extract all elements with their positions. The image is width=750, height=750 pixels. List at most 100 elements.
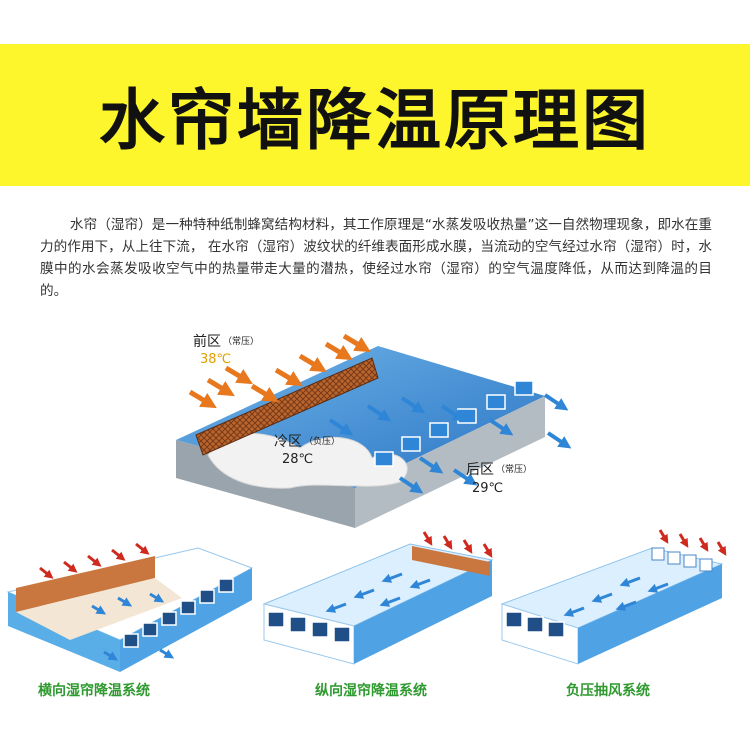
hot-air-arrow — [698, 537, 709, 552]
cool-air-arrow — [619, 576, 641, 587]
cool-air-arrow — [591, 592, 613, 603]
system-fans — [123, 578, 234, 648]
fan-icon — [526, 616, 544, 633]
fan-icon — [142, 622, 158, 637]
hot-air-arrow — [482, 543, 493, 558]
fan-icon — [180, 600, 196, 615]
transverse-system-diagram — [6, 542, 254, 672]
hot-air-arrow — [87, 554, 102, 567]
window-icons — [651, 547, 713, 572]
hot-air-arrow — [716, 541, 727, 556]
hot-air-arrow — [63, 560, 78, 573]
hot-air-arrow — [135, 542, 150, 555]
rear-zone-temp: 29℃ — [472, 481, 503, 496]
box-side-wall — [120, 568, 252, 672]
fan-icon — [374, 451, 394, 467]
cool-air-arrows — [563, 576, 669, 617]
hot-air-arrow — [324, 341, 353, 361]
fan-icon — [218, 578, 234, 593]
floor-cloud — [207, 433, 408, 489]
hot-air-arrow — [678, 533, 689, 548]
cool-air-arrow — [381, 572, 403, 583]
fan-icon — [333, 626, 351, 643]
rear-zone-name: 后区 — [466, 462, 494, 478]
cool-air-arrow — [159, 648, 175, 659]
hot-air-arrow — [658, 529, 669, 544]
hot-air-arrow — [188, 389, 217, 409]
hot-air-arrow — [462, 539, 473, 554]
box-side-wall — [578, 564, 722, 664]
cool-air-arrow — [149, 592, 165, 603]
hot-air-arrow — [224, 365, 253, 385]
system-caption-negative-pressure: 负压抽风系统 — [566, 683, 650, 699]
cool-air-arrow — [546, 431, 572, 449]
front-zone-name: 前区 — [193, 333, 221, 350]
cool-air-arrow — [409, 578, 431, 589]
hot-air-arrows — [658, 529, 727, 556]
system-caption-longitudinal: 纵向湿帘降温系统 — [315, 683, 427, 699]
hot-air-arrow — [111, 548, 126, 561]
hot-air-arrows — [39, 542, 150, 579]
hot-air-arrows — [422, 531, 493, 558]
cool-air-arrow — [353, 588, 375, 599]
hot-air-arrow — [442, 535, 453, 550]
cool-air-arrow — [543, 393, 569, 411]
cool-air-arrow — [488, 418, 514, 436]
cool-air-arrow — [418, 456, 444, 474]
greenhouse-side-wall — [355, 396, 545, 528]
wet-pad-wall — [195, 357, 379, 456]
hot-air-arrow — [342, 333, 371, 353]
fan-icon — [505, 611, 523, 628]
wet-pad-wall — [16, 556, 155, 612]
cool-air-arrow — [647, 582, 669, 593]
fan-icon — [161, 611, 177, 626]
cool-air-arrow — [615, 600, 637, 611]
front-zone-temp: 38℃ — [200, 352, 231, 367]
cool-zone-pressure: （负压） — [304, 435, 340, 447]
fan-icon — [199, 589, 215, 604]
window-icon — [667, 551, 681, 565]
cool-air-arrow — [366, 404, 392, 422]
rear-zone-pressure: （常压） — [496, 463, 532, 475]
description-text: 水帘（湿帘）是一种特种纸制蜂窝结构材料，其工作原理是“水蒸发吸收热量”这一自然物… — [40, 214, 712, 302]
cool-air-arrow — [563, 606, 585, 617]
fan-icon — [289, 616, 307, 633]
window-icon — [651, 547, 665, 561]
hot-air-arrow — [206, 377, 235, 397]
cool-air-arrow — [117, 596, 133, 607]
main-greenhouse-diagram: 前区 （常压） 38℃ 冷区 （负压） 28℃ 后区 （常压） 29℃ — [176, 333, 572, 528]
window-icon — [699, 558, 713, 572]
longitudinal-system-diagram — [262, 531, 494, 665]
fan-icon — [514, 380, 534, 396]
system-caption-transverse: 横向湿帘降温系统 — [38, 683, 150, 699]
cool-air-arrow — [452, 468, 478, 486]
fan-icon — [123, 633, 139, 648]
cool-air-arrow — [400, 396, 426, 414]
cool-air-arrow — [91, 604, 107, 615]
hot-air-arrow — [422, 531, 433, 546]
page-title: 水帘墙降温原理图 — [99, 82, 651, 159]
system-fans — [267, 611, 351, 643]
cool-air-arrows — [325, 572, 431, 613]
hot-air-arrow — [298, 353, 327, 373]
cool-air-arrow — [103, 650, 119, 661]
negative-pressure-system-diagram — [500, 529, 727, 665]
window-icon — [683, 554, 697, 568]
description-paragraph: 水帘（湿帘）是一种特种纸制蜂窝结构材料，其工作原理是“水蒸发吸收热量”这一自然物… — [40, 217, 712, 299]
fan-icon — [267, 611, 285, 628]
box-side-wall — [354, 560, 492, 664]
wet-pad-wall — [412, 546, 490, 576]
cool-air-arrow — [379, 596, 401, 607]
fan-icon — [457, 408, 477, 424]
fan-icon — [401, 436, 421, 452]
fan-icon — [429, 422, 449, 438]
cool-zone-name: 冷区 — [274, 434, 302, 450]
hot-air-arrow — [274, 367, 303, 387]
system-fans — [505, 611, 565, 638]
cool-air-arrow — [325, 602, 347, 613]
cool-air-arrows — [91, 592, 175, 661]
hot-air-arrows — [188, 333, 371, 409]
cool-zone-temp: 28℃ — [282, 452, 313, 467]
hot-air-arrow — [250, 383, 279, 403]
